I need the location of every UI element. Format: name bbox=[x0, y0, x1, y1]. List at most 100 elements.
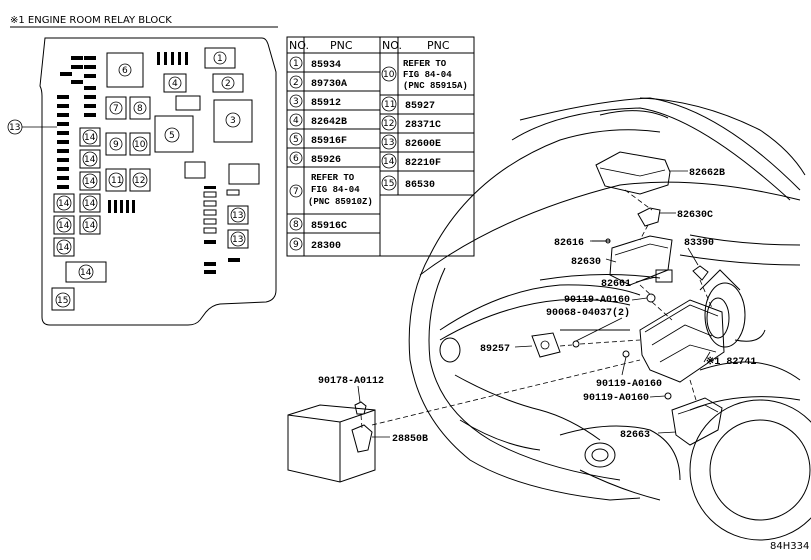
relay-block-inset: ※1 ENGINE ROOM RELAY BLOCK 6 1 4 bbox=[7, 15, 278, 326]
label-82630: 82630 bbox=[571, 257, 601, 268]
svg-text:REFER TO: REFER TO bbox=[311, 173, 355, 183]
fuse-row-top bbox=[157, 52, 188, 65]
svg-text:82600E: 82600E bbox=[405, 139, 441, 150]
leader-lines bbox=[357, 170, 713, 438]
fuse-stack-left bbox=[57, 86, 96, 189]
svg-text:14: 14 bbox=[383, 157, 395, 167]
svg-text:8: 8 bbox=[137, 104, 143, 114]
engine-room-relay-block bbox=[639, 299, 725, 383]
battery bbox=[287, 404, 376, 483]
svg-text:6: 6 bbox=[293, 154, 299, 164]
svg-text:11: 11 bbox=[384, 100, 395, 110]
svg-text:1: 1 bbox=[293, 59, 299, 69]
label-83390: 83390 bbox=[684, 238, 714, 249]
svg-text:(PNC 85915A): (PNC 85915A) bbox=[403, 81, 468, 91]
svg-text:28371C: 28371C bbox=[405, 120, 441, 131]
svg-text:7: 7 bbox=[293, 187, 299, 197]
svg-text:10: 10 bbox=[134, 140, 146, 150]
relay-14-wide bbox=[65, 261, 107, 283]
svg-text:82642B: 82642B bbox=[311, 117, 347, 128]
relay-13b bbox=[227, 229, 249, 249]
table-row: 10 REFER TO FIG 84-04 (PNC 85915A) bbox=[381, 59, 468, 91]
table-row: 3 85912 bbox=[289, 94, 341, 109]
svg-text:REFER TO: REFER TO bbox=[403, 59, 447, 69]
svg-text:12: 12 bbox=[134, 176, 145, 186]
relay-1 bbox=[204, 47, 236, 69]
svg-text:86530: 86530 bbox=[405, 180, 435, 191]
label-82662B: 82662B bbox=[689, 168, 725, 179]
table-row: 1 85934 bbox=[289, 56, 341, 71]
svg-text:14: 14 bbox=[58, 199, 70, 209]
svg-text:82210F: 82210F bbox=[405, 158, 441, 169]
pnc-table: NO. PNC NO. PNC 1 85934 2 89730A 3 85912… bbox=[286, 36, 475, 257]
svg-text:14: 14 bbox=[58, 221, 70, 231]
fuse-14-column: 14 14 14 14 14 14 14 14 bbox=[53, 127, 101, 257]
svg-text:9: 9 bbox=[293, 240, 299, 250]
svg-text:5: 5 bbox=[169, 131, 175, 141]
svg-text:28300: 28300 bbox=[311, 241, 341, 252]
relay-5 bbox=[154, 115, 194, 153]
svg-text:15: 15 bbox=[57, 296, 68, 306]
svg-text:FIG 84-04: FIG 84-04 bbox=[403, 70, 452, 80]
relay-block-tray bbox=[671, 397, 723, 446]
label-90178: 90178-A0112 bbox=[318, 376, 384, 387]
table-row: 14 82210F bbox=[381, 153, 441, 169]
svg-text:3: 3 bbox=[293, 97, 299, 107]
svg-text:85927: 85927 bbox=[405, 101, 435, 112]
relay-6 bbox=[106, 52, 144, 88]
table-row: 4 82642B bbox=[289, 113, 347, 128]
table-row: 11 85927 bbox=[381, 96, 435, 112]
svg-text:85916C: 85916C bbox=[311, 221, 347, 232]
svg-text:89730A: 89730A bbox=[311, 79, 347, 90]
table-row: 12 28371C bbox=[381, 115, 441, 131]
svg-text:2: 2 bbox=[293, 78, 299, 88]
label-90119-c: 90119-A0160 bbox=[583, 393, 649, 404]
svg-text:85916F: 85916F bbox=[311, 136, 347, 147]
label-90119-a: 90119-A0160 bbox=[564, 295, 630, 306]
relay-15 bbox=[51, 287, 75, 311]
svg-text:85934: 85934 bbox=[311, 60, 341, 71]
table-row: 15 86530 bbox=[381, 175, 435, 191]
relay-block-outline bbox=[10, 26, 278, 326]
table-row: 9 28300 bbox=[289, 237, 341, 252]
svg-text:13: 13 bbox=[232, 235, 243, 245]
svg-text:14: 14 bbox=[84, 221, 96, 231]
part-labels: 82662B 82630C 82616 83390 82630 82661 90… bbox=[318, 168, 809, 552]
svg-text:5: 5 bbox=[293, 135, 299, 145]
relay-8 bbox=[129, 96, 151, 120]
relay-12 bbox=[129, 168, 151, 192]
svg-text:14: 14 bbox=[84, 133, 96, 143]
vehicle-front-drawing bbox=[408, 97, 811, 541]
col-header-no-1: NO. bbox=[289, 39, 309, 52]
relay-2 bbox=[212, 73, 244, 93]
col-header-no-2: NO. bbox=[382, 39, 402, 52]
svg-text:13: 13 bbox=[383, 138, 394, 148]
relay-11 bbox=[105, 168, 127, 192]
svg-text:9: 9 bbox=[113, 140, 119, 150]
table-row: 8 85916C bbox=[289, 217, 347, 232]
label-82741: ※1 82741 bbox=[706, 356, 756, 368]
svg-text:3: 3 bbox=[230, 116, 236, 126]
svg-text:85926: 85926 bbox=[311, 155, 341, 166]
label-82630C: 82630C bbox=[677, 210, 713, 221]
table-row: 13 82600E bbox=[381, 134, 441, 150]
svg-text:4: 4 bbox=[293, 116, 299, 126]
svg-text:11: 11 bbox=[111, 176, 122, 186]
svg-text:1: 1 bbox=[217, 54, 223, 64]
relay-9 bbox=[105, 132, 127, 156]
col-header-pnc-1: PNC bbox=[330, 39, 353, 52]
figure-code: 84H334 bbox=[770, 541, 809, 552]
relay-13a bbox=[227, 205, 249, 225]
svg-text:12: 12 bbox=[383, 119, 394, 129]
table-row: 5 85916F bbox=[289, 132, 347, 147]
label-28850B: 28850B bbox=[392, 434, 428, 445]
svg-text:FIG 84-04: FIG 84-04 bbox=[311, 185, 360, 195]
label-89257: 89257 bbox=[480, 344, 510, 355]
svg-text:4: 4 bbox=[172, 79, 178, 89]
label-82663: 82663 bbox=[620, 430, 650, 441]
svg-text:8: 8 bbox=[293, 220, 299, 230]
svg-text:(PNC 85910Z): (PNC 85910Z) bbox=[308, 197, 373, 207]
table-row: 7 REFER TO FIG 84-04 (PNC 85910Z) bbox=[289, 173, 373, 207]
relay-3 bbox=[213, 99, 253, 143]
label-90119-b: 90119-A0160 bbox=[596, 379, 662, 390]
